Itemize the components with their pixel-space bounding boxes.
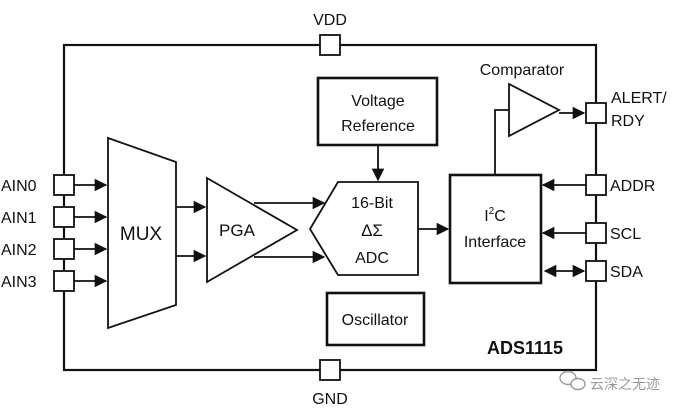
vdd-label: VDD (313, 12, 347, 29)
scl-label: SCL (610, 226, 641, 243)
i2c-to-comparator-line (494, 109, 509, 175)
wechat-logo-icon (559, 370, 586, 391)
chip-name-label: ADS1115 (487, 338, 563, 358)
watermark-text: 云深之无迹 (590, 376, 660, 392)
comparator-label: Comparator (480, 62, 565, 79)
i2c-letter-c: C (494, 208, 506, 225)
ain2-pin (53, 238, 75, 260)
i2c-superscript: 2 (489, 206, 495, 217)
i2c-interface-block (448, 173, 543, 285)
adc-label-line1: 16-Bit (351, 195, 393, 212)
ain3-label: AIN3 (1, 274, 37, 291)
ain0-label: AIN0 (1, 178, 37, 195)
ain0-pin (53, 174, 75, 196)
oscillator-label: Oscillator (342, 312, 409, 329)
vdd-pin (319, 34, 341, 56)
adc-label-line3: ADC (355, 250, 389, 267)
voltage-reference-block (316, 76, 439, 147)
i2c-interface-label-line1: I2C (484, 206, 506, 225)
mux-block (107, 136, 177, 330)
ain2-label: AIN2 (1, 242, 37, 259)
ain1-label: AIN1 (1, 210, 37, 227)
addr-label: ADDR (610, 178, 655, 195)
oscillator-block (325, 291, 426, 347)
adc-label-line2: ΔΣ (361, 221, 383, 240)
ain3-pin (53, 270, 75, 292)
mux-label: MUX (120, 224, 163, 245)
sda-pin (585, 260, 607, 282)
gnd-pin (319, 359, 341, 381)
alert-pin (585, 102, 607, 124)
scl-pin (585, 222, 607, 244)
addr-pin (585, 174, 607, 196)
ain1-pin (53, 206, 75, 228)
voltage-reference-label-line2: Reference (341, 118, 415, 135)
pga-block (206, 176, 299, 284)
alert-label-line1: ALERT/ (611, 90, 667, 107)
adc-block (308, 181, 419, 276)
pga-label: PGA (219, 221, 256, 240)
i2c-letter-i: I (484, 208, 488, 225)
comparator-block (508, 82, 561, 138)
alert-label-line2: RDY (611, 113, 645, 130)
i2c-interface-label-line2: Interface (464, 234, 526, 251)
voltage-reference-label-line1: Voltage (351, 93, 404, 110)
sda-label: SDA (610, 264, 643, 281)
gnd-label: GND (312, 391, 348, 408)
